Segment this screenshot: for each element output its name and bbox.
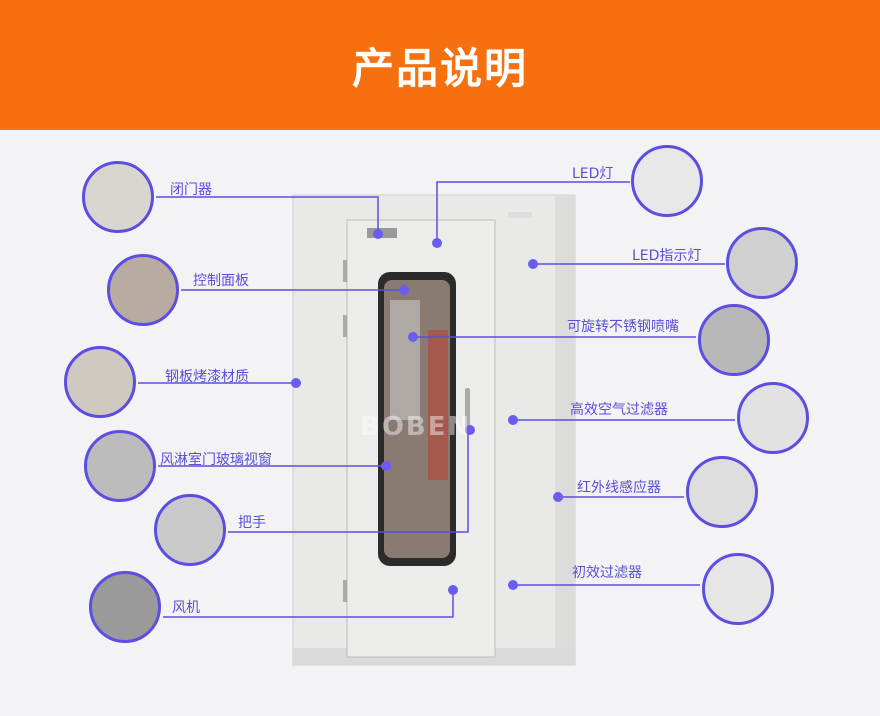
label-control-panel: 控制面板 [193, 273, 249, 289]
label-primary-filter: 初效过滤器 [572, 565, 642, 581]
label-steel-plate: 钢板烤漆材质 [165, 369, 249, 385]
label-infrared-sensor: 红外线感应器 [577, 480, 661, 496]
label-glass-window: 风淋室门玻璃视窗 [160, 452, 272, 468]
glass-window-thumbnail [84, 430, 156, 502]
led-indicator-thumbnail [726, 227, 798, 299]
led-light-thumbnail [631, 145, 703, 217]
label-door-closer: 闭门器 [170, 182, 212, 198]
hepa-filter-thumbnail [737, 382, 809, 454]
door-closer-thumbnail [82, 161, 154, 233]
label-hepa-filter: 高效空气过滤器 [570, 402, 668, 418]
control-panel-thumbnail [107, 254, 179, 326]
label-nozzle: 可旋转不锈钢喷嘴 [567, 319, 679, 335]
label-led-light: LED灯 [572, 166, 614, 182]
infrared-sensor-thumbnail [686, 456, 758, 528]
handle-thumbnail [154, 494, 226, 566]
header-banner: 产品说明 [0, 0, 880, 130]
page-title: 产品说明 [351, 43, 528, 93]
label-fan: 风机 [172, 600, 200, 616]
air-shower-cabinet [292, 194, 576, 666]
label-led-indicator: LED指示灯 [632, 248, 702, 264]
label-handle: 把手 [238, 515, 266, 531]
nozzle-thumbnail [698, 304, 770, 376]
fan-thumbnail [89, 571, 161, 643]
steel-plate-thumbnail [64, 346, 136, 418]
primary-filter-thumbnail [702, 553, 774, 625]
watermark: BOBEN [360, 412, 472, 442]
